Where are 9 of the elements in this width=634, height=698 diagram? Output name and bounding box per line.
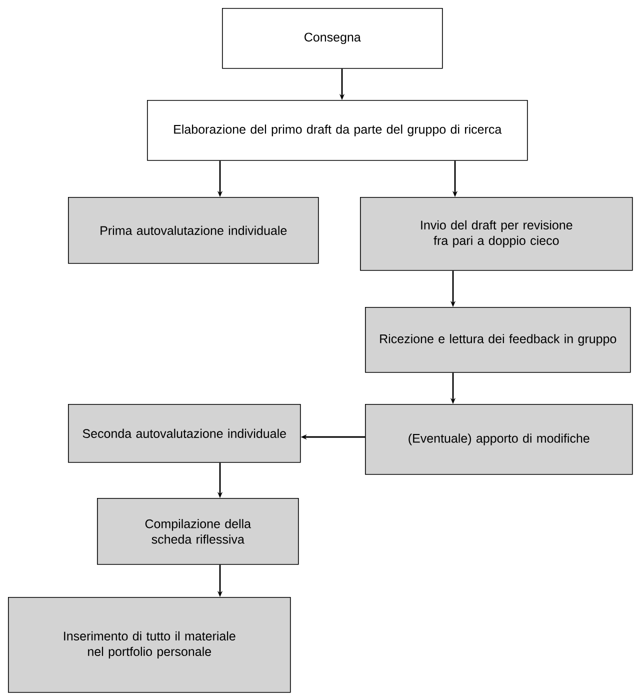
process-box: (Eventuale) apporto di modifiche bbox=[365, 404, 633, 475]
process-box: Consegna bbox=[222, 8, 443, 69]
process-box: Inserimento di tutto il materiale nel portfolio personale bbox=[8, 597, 291, 693]
process-box: Seconda autovalutazione individuale bbox=[68, 404, 301, 463]
process-box: Ricezione e lettura dei feedback in gruppo bbox=[365, 307, 631, 373]
process-box: Prima autovalutazione individuale bbox=[68, 197, 319, 264]
process-box: Elaborazione del primo draft da parte del gruppo di ricerca bbox=[147, 100, 528, 161]
process-box: Compilazione della scheda riflessiva bbox=[97, 498, 299, 565]
process-box: Invio del draft per revisione fra pari a doppio cieco bbox=[360, 197, 633, 271]
